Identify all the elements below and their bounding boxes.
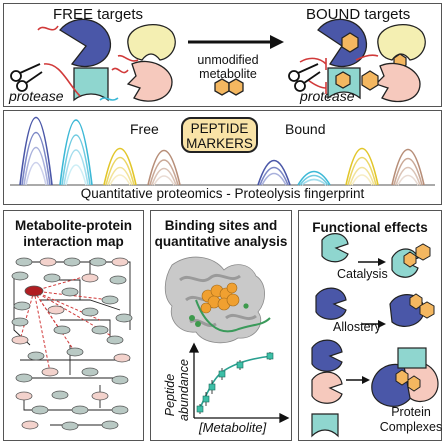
complex-component-pink [311, 371, 343, 404]
interaction-map-title-1: Metabolite-protein [15, 218, 132, 233]
interaction-map-title-2: interaction map [23, 234, 124, 249]
complexes-label-2: Complexes [379, 420, 443, 434]
free-yellow-protein [127, 24, 176, 61]
metabolite-icon [214, 78, 244, 96]
bound-navy-protein [317, 18, 368, 68]
catalysis-enzyme-before [321, 233, 349, 263]
x-axis-label: [Metabolite] [199, 420, 267, 435]
scissors-icon-right [288, 63, 321, 92]
metabolite-spheres [200, 282, 240, 314]
proteomics-footer: Quantitative proteomics - Proteolysis fi… [80, 186, 365, 201]
free-peak-cyan [59, 119, 93, 186]
free-targets-title: FREE targets [53, 6, 144, 23]
catalysis-enzyme-after [391, 243, 431, 278]
green-loop [195, 299, 271, 333]
free-label: Free [130, 121, 159, 137]
markers-line2: MARKERS [186, 136, 253, 151]
scissors-icon-left [10, 63, 43, 92]
binding-curve-points [196, 352, 274, 413]
binding-sites-title-2: quantitative analysis [154, 234, 288, 249]
allostery-protein-before [315, 287, 347, 320]
complex-arrowhead [362, 376, 370, 384]
bound-peak-navy [257, 160, 291, 186]
complex-component-navy [311, 339, 343, 372]
free-pink-protein [126, 60, 173, 102]
interaction-map-panel [3, 210, 144, 441]
bound-peak-brown [391, 148, 425, 186]
bound-peak-cyan [297, 170, 331, 186]
arrow-label-unmodified: unmodified [197, 53, 259, 67]
functional-effects-title: Functional effects [312, 220, 428, 235]
catalysis-label: Catalysis [337, 267, 388, 281]
free-peak-brown [147, 149, 181, 186]
binding-sites-title-1: Binding sites and [164, 218, 278, 233]
metabolite-hub-node [24, 285, 44, 297]
reaction-arrow [188, 35, 284, 49]
bound-teal-protein [327, 67, 361, 100]
green-spheres [189, 303, 249, 327]
catalysis-arrowhead [378, 258, 386, 266]
free-peak-navy [19, 116, 53, 186]
complex-component-teal [311, 413, 339, 438]
bound-label: Bound [285, 121, 326, 137]
arrow-label-metabolite: metabolite [199, 67, 257, 81]
allostery-arrowhead [378, 320, 386, 328]
network-nodes [11, 257, 133, 431]
bound-blocked-cleavage [299, 54, 379, 94]
bound-peak-gold [345, 148, 379, 186]
free-peptide-fragments [37, 25, 139, 101]
free-peak-gold [103, 148, 137, 186]
protein-complex-assembled [371, 347, 439, 407]
allostery-protein-after [389, 293, 435, 327]
peptide-markers-badge: PEPTIDE MARKERS [181, 117, 258, 153]
complexes-label-1: Protein [391, 405, 431, 419]
bound-pink-protein [361, 62, 421, 103]
protease-label-left: protease [9, 88, 64, 104]
free-teal-protein [73, 67, 109, 102]
binding-curve-axes [188, 342, 290, 424]
bound-targets-title: BOUND targets [306, 6, 411, 23]
free-navy-protein [59, 18, 112, 68]
markers-line1: PEPTIDE [190, 121, 249, 136]
